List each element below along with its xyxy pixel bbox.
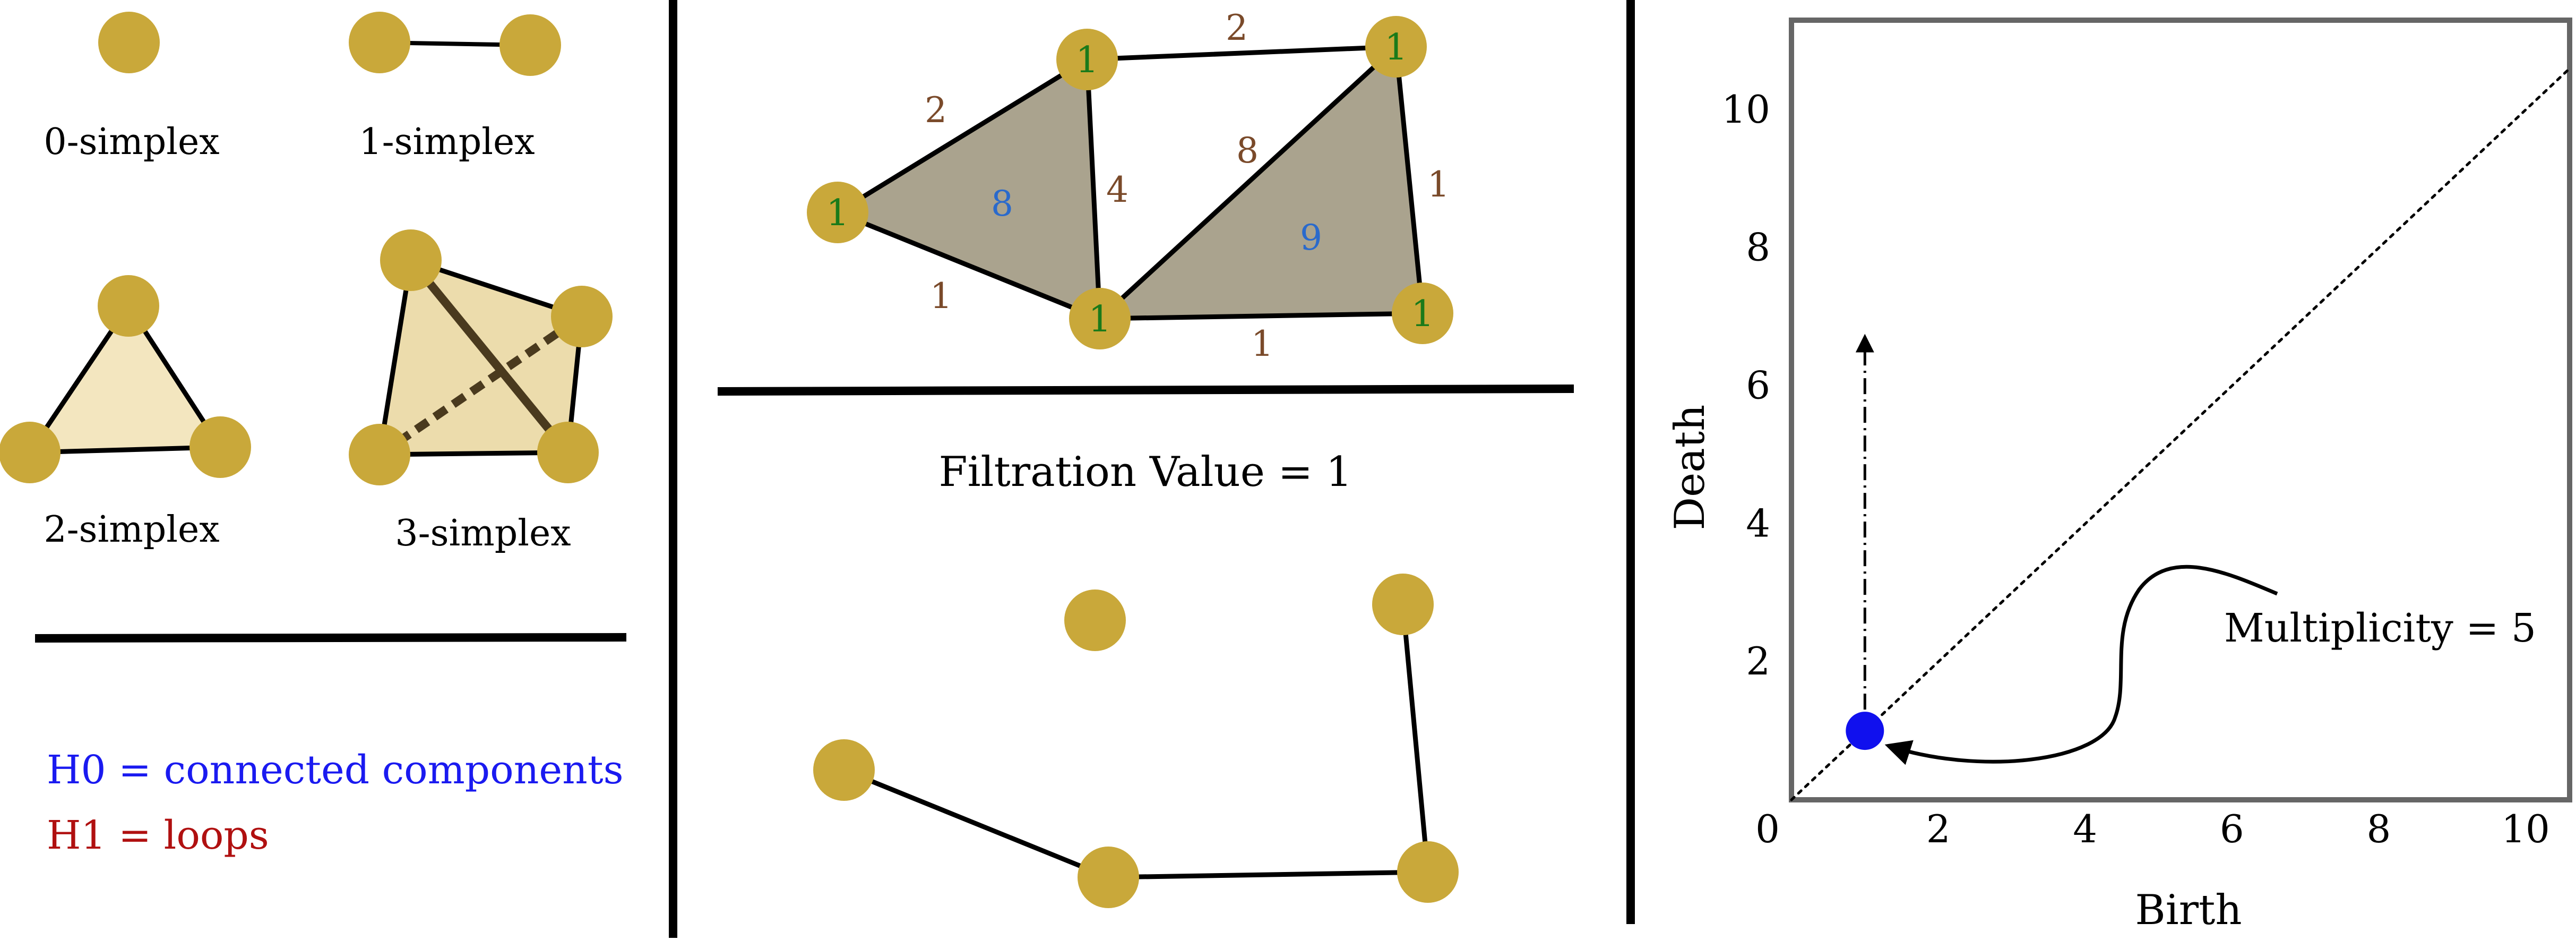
- two-simplex-vertex: [0, 422, 61, 483]
- three-simplex-front-edge: [407, 257, 572, 456]
- y-tick-label: 6: [1746, 363, 1770, 408]
- face-value: 8: [991, 183, 1013, 224]
- x-tick-label: 0: [1755, 807, 1780, 851]
- three-simplex-vertex: [551, 286, 613, 347]
- simplex-examples: 0-simplex 1-simplex 2-simplex 3-simplex …: [0, 12, 624, 858]
- complex-edge: [1084, 57, 1102, 321]
- complex-edge: [1097, 44, 1399, 321]
- annotation-arrow: [1884, 565, 2278, 765]
- y-tick-label: 10: [1721, 87, 1770, 132]
- filtration-edge: [841, 767, 1111, 880]
- y-axis-label: Death: [1666, 405, 1714, 531]
- filtration-vertex: [1064, 589, 1126, 651]
- three-simplex-vertex: [537, 422, 599, 483]
- h1-legend: H1 = loops: [47, 813, 269, 858]
- one-simplex-vertex: [499, 14, 561, 76]
- panel-dividers: [35, 0, 1635, 938]
- complex-vertex: [1365, 16, 1427, 78]
- filtration-edge: [1400, 602, 1431, 875]
- three-simplex-vertex: [380, 229, 442, 291]
- edge-value: 2: [925, 90, 947, 131]
- y-tick-labels: 2 4 6 8 10: [1721, 87, 1770, 683]
- edge-value: 8: [1236, 130, 1259, 171]
- x-tick-label: 2: [1926, 807, 1951, 851]
- complex-edge: [1084, 44, 1399, 62]
- filtration-vertex: [813, 739, 875, 801]
- y-tick-label: 8: [1746, 225, 1770, 270]
- complex-vertex: [1392, 283, 1453, 344]
- vertex-value: 1: [1411, 293, 1434, 335]
- weighted-complex: 1 1 1 1 1 2 1 4 2 8 1 1 8 9: [807, 7, 1453, 364]
- vertex-value: 1: [826, 192, 849, 234]
- complex-face-right: [1100, 47, 1423, 319]
- edge-value: 2: [1226, 7, 1248, 48]
- one-simplex-label: 1-simplex: [359, 121, 535, 163]
- three-simplex-vertex: [349, 424, 410, 485]
- zero-simplex-vertex: [98, 12, 160, 73]
- filtration-vertex: [1397, 841, 1459, 903]
- x-tick-label: 8: [2367, 807, 2391, 851]
- edge-value: 1: [930, 276, 952, 317]
- one-simplex-vertex: [349, 12, 410, 73]
- x-tick-label: 6: [2220, 807, 2244, 851]
- plot-frame: [1789, 18, 2572, 802]
- two-simplex-vertex: [189, 416, 251, 478]
- x-tick-labels: 0 2 4 6 8 10: [1755, 807, 2550, 851]
- vertex-value: 1: [1088, 298, 1111, 340]
- y-tick-label: 2: [1746, 639, 1770, 683]
- complex-vertex: [1056, 29, 1118, 90]
- edge-value: 1: [1427, 164, 1450, 205]
- three-simplex-hidden-edge: [377, 313, 584, 458]
- filtration-vertex: [1078, 847, 1139, 908]
- filtration-edge: [1106, 869, 1431, 880]
- complex-edge: [835, 57, 1090, 215]
- face-value: 9: [1300, 217, 1322, 258]
- diagonal-line: [1790, 67, 2571, 801]
- zero-simplex-label: 0-simplex: [44, 121, 219, 163]
- edge-value: 4: [1106, 169, 1128, 210]
- persistence-point: [1846, 712, 1884, 750]
- persistence-diagram: 0 2 4 6 8 10 2 4 6 8 10 Birth Death Multiplicity …: [1666, 18, 2572, 934]
- multiplicity-label: Multiplicity = 5: [2224, 605, 2536, 651]
- two-simplex-label: 2-simplex: [44, 509, 219, 551]
- x-axis-label: Birth: [2135, 886, 2242, 934]
- y-tick-label: 4: [1746, 501, 1770, 545]
- filtration-snapshot: Filtration Value = 1: [813, 448, 1459, 908]
- h0-legend: H0 = connected components: [47, 747, 624, 793]
- x-tick-label: 10: [2501, 807, 2550, 851]
- filtration-label: Filtration Value = 1: [938, 448, 1352, 496]
- complex-face-left: [838, 59, 1100, 319]
- complex-vertex: [807, 182, 868, 243]
- three-simplex-label: 3-simplex: [395, 512, 571, 554]
- x-tick-label: 4: [2073, 807, 2097, 851]
- complex-edge: [1097, 311, 1425, 321]
- edge-value: 1: [1251, 323, 1273, 364]
- vertex-value: 1: [1384, 27, 1407, 69]
- complex-edge: [1393, 44, 1425, 316]
- vertex-value: 1: [1075, 39, 1098, 81]
- two-simplex-vertex: [98, 275, 159, 337]
- filtration-vertex: [1372, 574, 1434, 635]
- two-simplex-face: [25, 301, 225, 455]
- complex-vertex: [1069, 288, 1131, 349]
- complex-edge: [835, 210, 1102, 321]
